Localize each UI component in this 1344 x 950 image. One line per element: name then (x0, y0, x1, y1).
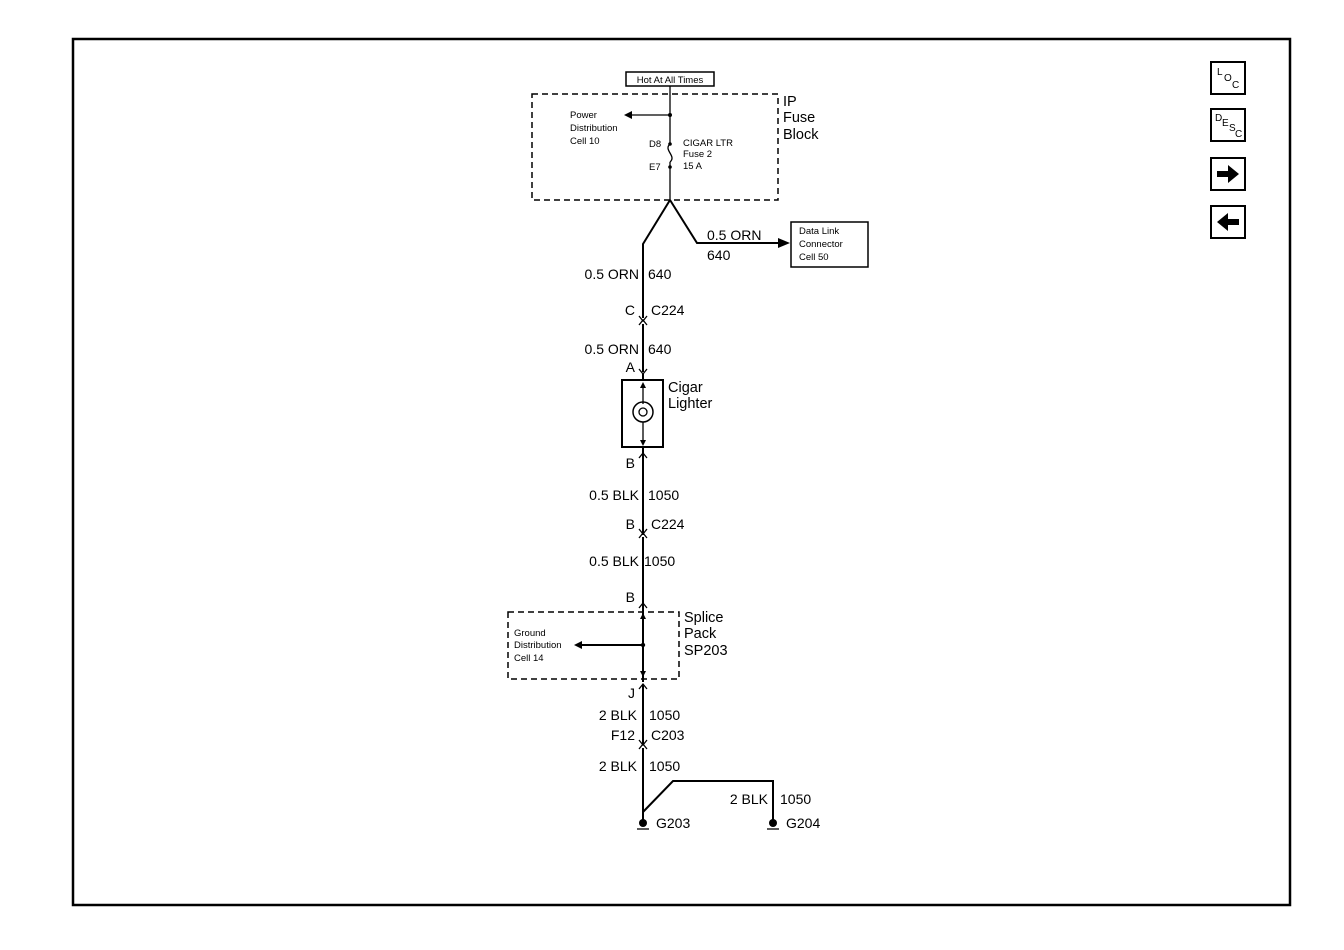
ground-ref-2: Distribution (514, 640, 562, 651)
dlc-arrow (778, 238, 790, 248)
location-button[interactable]: L O C (1210, 61, 1246, 95)
main-wire-640 (642, 199, 671, 318)
svg-text:S: S (1229, 123, 1236, 134)
splice-pin-out: J (628, 685, 635, 701)
wire6-circuit: 1050 (649, 758, 680, 774)
ground-g204-symbol (769, 819, 777, 827)
wire3-color: 0.5 BLK (589, 487, 639, 503)
wire5-color: 2 BLK (599, 707, 638, 723)
c203-name: C203 (651, 727, 685, 743)
ground-g204-label: G204 (786, 815, 820, 831)
power-ref-1: Power (570, 110, 597, 121)
previous-page-button[interactable] (1210, 205, 1246, 239)
fuse-symbol (667, 143, 673, 163)
dlc-wire-circuit: 640 (707, 247, 731, 263)
c224-bot-symbol-b (638, 531, 648, 539)
c224-bot-name: C224 (651, 516, 685, 532)
svg-text:C: C (1232, 80, 1239, 91)
lighter-element-inner (638, 407, 648, 417)
hot-at-all-times-label: Hot At All Times (637, 75, 704, 86)
ground-g203-label: G203 (656, 815, 690, 831)
diagram-frame (71, 37, 1292, 907)
splice-label-3: SP203 (684, 643, 728, 659)
fuse-name-1: CIGAR LTR (683, 138, 733, 149)
splice-pin-in: B (626, 589, 635, 605)
wire2-circuit: 640 (648, 341, 672, 357)
arrow-right-icon (1217, 165, 1239, 183)
fuse-name-2: Fuse 2 (683, 149, 712, 160)
svg-text:O: O (1224, 73, 1232, 84)
dlc-wire-640 (669, 199, 780, 244)
c224-top-symbol-b (638, 318, 648, 326)
cigar-lighter-label-2: Lighter (668, 396, 713, 412)
svg-text:E: E (1222, 118, 1229, 129)
c203-symbol-b (638, 742, 648, 750)
ground-distribution-arrow (574, 641, 582, 649)
wire1-circuit: 640 (648, 266, 672, 282)
svg-text:C: C (1235, 129, 1242, 140)
splice-arrow-top (640, 613, 646, 619)
fuse-block-name-1: IP (783, 94, 797, 110)
lighter-arrow-bottom (640, 440, 646, 446)
wire7-segment (642, 780, 774, 820)
svg-text:L: L (1217, 67, 1223, 78)
dlc-line3: Cell 50 (799, 252, 829, 263)
location-icon: L O C (1217, 67, 1239, 91)
splice-arrow-bottom (640, 671, 646, 677)
ground-ref-3: Cell 14 (514, 653, 544, 664)
wire4-circuit: 1050 (644, 553, 675, 569)
power-ref-2: Distribution (570, 123, 618, 134)
description-icon: D E S C (1215, 113, 1242, 140)
c224-top-name: C224 (651, 302, 685, 318)
wire5-circuit: 1050 (649, 707, 680, 723)
wire7-circuit: 1050 (780, 791, 811, 807)
ip-fuse-block-box (531, 93, 779, 201)
c203-pin: F12 (611, 727, 635, 743)
description-button[interactable]: D E S C (1210, 108, 1246, 142)
arrow-left-icon (1217, 213, 1239, 231)
wire3-circuit: 1050 (648, 487, 679, 503)
lighter-pin-a: A (626, 359, 636, 375)
lighter-arrow-top (640, 382, 646, 388)
next-page-button[interactable] (1210, 157, 1246, 191)
ground-ref-1: Ground (514, 628, 546, 639)
data-link-connector-box (790, 221, 869, 268)
wire6-color: 2 BLK (599, 758, 638, 774)
dlc-line2: Connector (799, 239, 843, 250)
power-distribution-arrow (624, 111, 632, 119)
svg-text:D: D (1215, 113, 1222, 124)
wire1-color: 0.5 ORN (585, 266, 639, 282)
fuse-block-name-2: Fuse (783, 110, 815, 126)
power-ref-3: Cell 10 (570, 136, 600, 147)
splice-label-1: Splice (684, 610, 724, 626)
splice-pack-box (507, 611, 680, 680)
splice-pin-in-symbol (638, 601, 648, 609)
fuse-pin-in: D8 (649, 139, 661, 150)
lighter-pin-b-symbol (638, 451, 648, 459)
wire4-color: 0.5 BLK (589, 553, 639, 569)
c224-bot-pin: B (626, 516, 635, 532)
ground-g203-symbol (639, 819, 647, 827)
wire7-color: 2 BLK (730, 791, 769, 807)
cigar-lighter-label-1: Cigar (668, 380, 703, 396)
splice-label-2: Pack (684, 626, 717, 642)
lighter-pin-b: B (626, 455, 635, 471)
dlc-wire-color: 0.5 ORN (707, 227, 761, 243)
fuse-pin-out: E7 (649, 162, 661, 173)
c224-top-pin: C (625, 302, 635, 318)
fuse-name-3: 15 A (683, 161, 703, 172)
dlc-line1: Data Link (799, 226, 839, 237)
fuse-block-name-3: Block (783, 127, 819, 143)
wire2-color: 0.5 ORN (585, 341, 639, 357)
